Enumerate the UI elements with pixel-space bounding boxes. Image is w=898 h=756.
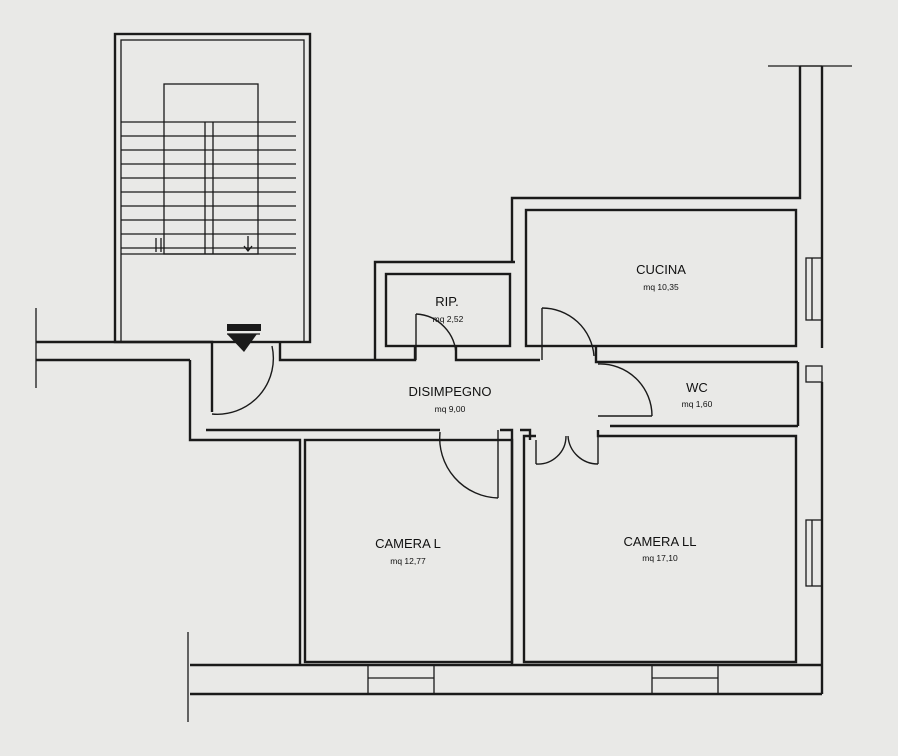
entrance-door bbox=[211, 345, 275, 415]
cucina-door bbox=[541, 307, 595, 360]
stairwell bbox=[113, 32, 312, 352]
room-label-disimpegno: DISIMPEGNO mq 9,00 bbox=[408, 384, 491, 414]
room-label-wc: WC mq 1,60 bbox=[682, 380, 713, 409]
camera-l-walls bbox=[303, 438, 514, 664]
room-label-camera-l: CAMERA L mq 12,77 bbox=[375, 536, 441, 566]
room-label-rip: RIP. mq 2,52 bbox=[433, 294, 464, 324]
room-area: mq 2,52 bbox=[433, 314, 464, 324]
room-area: mq 1,60 bbox=[682, 399, 713, 409]
camera-ll-door bbox=[535, 435, 599, 465]
camera-ll-window bbox=[805, 519, 823, 587]
entrance-marker-icon bbox=[227, 324, 261, 352]
cucina-walls bbox=[510, 65, 852, 348]
stair-steps bbox=[121, 121, 296, 255]
wc-walls bbox=[594, 346, 823, 428]
room-label-camera-ll: CAMERA LL mq 17,10 bbox=[624, 534, 697, 563]
rip-door bbox=[415, 313, 457, 360]
room-name: CUCINA bbox=[636, 262, 686, 277]
room-area: mq 12,77 bbox=[390, 556, 426, 566]
window-camera-l bbox=[367, 664, 435, 695]
wc-door bbox=[597, 363, 653, 417]
room-area: mq 10,35 bbox=[643, 282, 679, 292]
room-name: WC bbox=[686, 380, 708, 395]
room-label-cucina: CUCINA mq 10,35 bbox=[636, 262, 686, 292]
room-area: mq 9,00 bbox=[435, 404, 466, 414]
room-name: CAMERA L bbox=[375, 536, 441, 551]
window-camera-ll bbox=[651, 664, 719, 695]
cucina-window bbox=[805, 257, 823, 321]
room-name: DISIMPEGNO bbox=[408, 384, 491, 399]
external-wall-left bbox=[35, 308, 190, 388]
room-area: mq 17,10 bbox=[642, 553, 678, 563]
camera-l-door bbox=[438, 430, 499, 499]
stair-arrow-icon bbox=[155, 236, 253, 253]
external-wall-bottom bbox=[187, 632, 822, 722]
rip-walls bbox=[373, 260, 515, 360]
room-name: CAMERA LL bbox=[624, 534, 697, 549]
room-name: RIP. bbox=[435, 294, 459, 309]
